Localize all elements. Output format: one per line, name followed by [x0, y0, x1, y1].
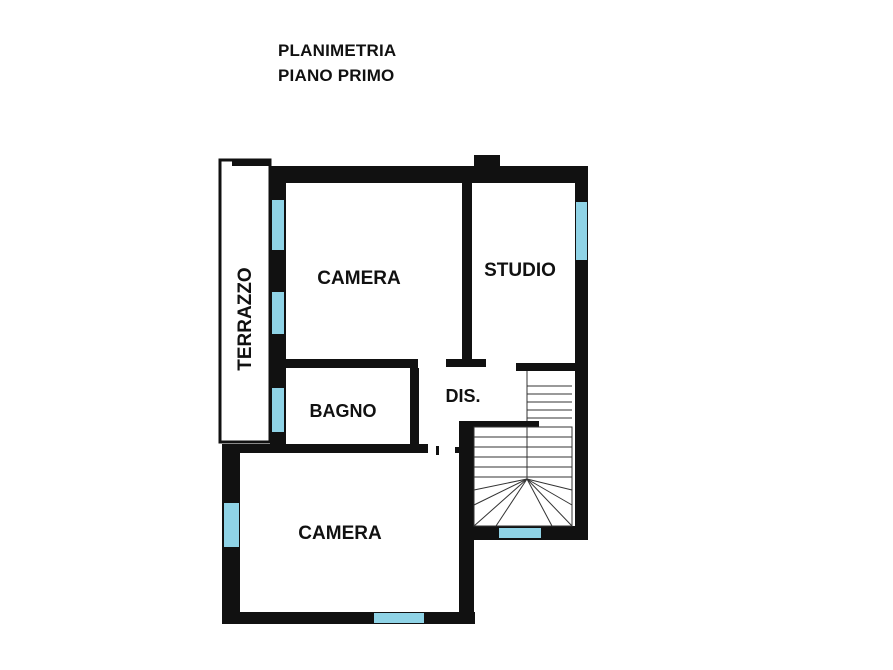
window-studio: [576, 202, 587, 260]
window-camera-bottom-left: [224, 503, 239, 547]
plan-title-line-2: PIANO PRIMO: [278, 66, 395, 85]
windows: [224, 200, 587, 623]
room-label-disimpegno: DIS.: [445, 386, 480, 406]
window-camera-top-2: [272, 292, 284, 334]
staircase: [473, 371, 573, 527]
window-camera-top-1: [272, 200, 284, 250]
room-label-camera-top: CAMERA: [317, 268, 401, 289]
plan-title: PLANIMETRIA PIANO PRIMO: [278, 38, 396, 88]
room-label-bagno: BAGNO: [310, 401, 377, 421]
plan-title-line-1: PLANIMETRIA: [278, 41, 397, 60]
room-label-terrazzo: TERRAZZO: [235, 267, 256, 370]
window-stair: [499, 528, 541, 538]
window-bagno: [272, 388, 284, 432]
window-camera-bottom-lower: [374, 613, 424, 623]
room-label-studio: STUDIO: [484, 260, 556, 281]
room-label-camera-bottom: CAMERA: [298, 523, 382, 544]
door-marks: [436, 446, 459, 455]
